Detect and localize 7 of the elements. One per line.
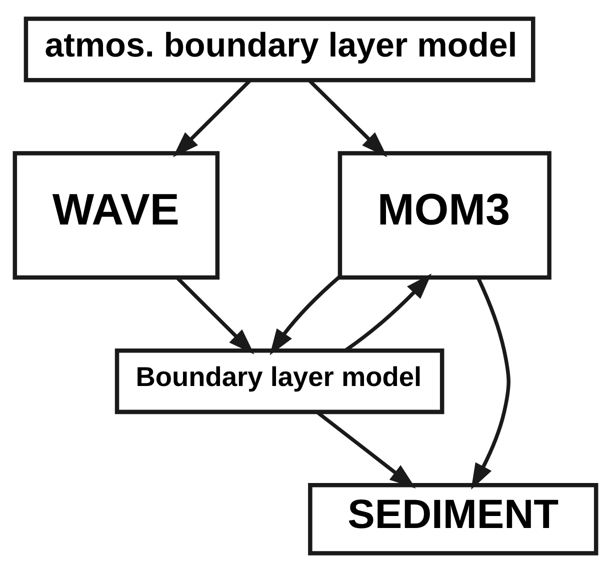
node-box: MOM3 — [338, 151, 552, 280]
arrow — [471, 276, 510, 490]
node-box: atmos. boundary layer model — [24, 16, 536, 82]
node-box: SEDIMENT — [308, 483, 598, 556]
arrow — [270, 275, 341, 356]
node-box: Boundary layer model — [114, 348, 444, 414]
node-box: WAVE — [12, 151, 220, 280]
